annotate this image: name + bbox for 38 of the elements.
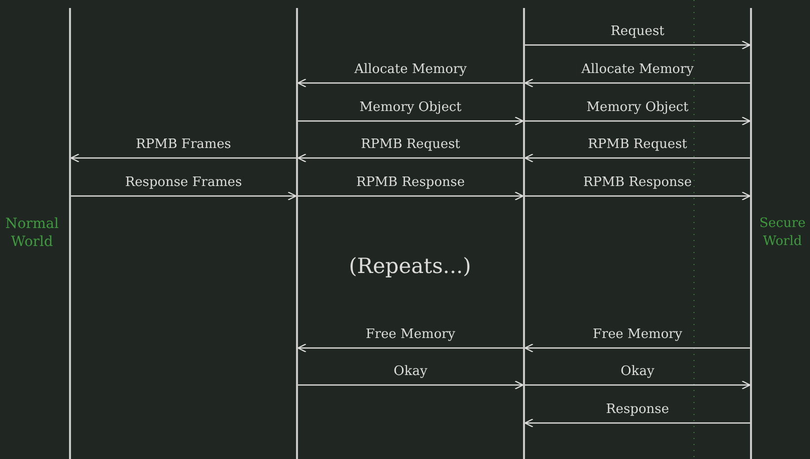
edge-label: Okay [392,364,430,380]
edge-label: Memory Object [584,100,691,116]
arrow [297,78,523,88]
edge-label: RPMB Response [354,175,467,191]
arrow [71,191,297,201]
edge-label: Response Frames [123,175,244,191]
arrow [525,40,751,50]
edge-label: Allocate Memory [579,62,696,78]
arrow [524,343,750,353]
edge-label: Okay [618,364,656,380]
edge-label: Free Memory [590,327,684,343]
edge-label: Free Memory [364,327,458,343]
arrow [298,116,524,126]
edge-label: RPMB Request [586,137,690,153]
lifeline [523,8,525,459]
arrow [298,191,524,201]
arrow [524,78,750,88]
arrow [297,343,523,353]
arrow [297,153,523,163]
arrow [525,380,751,390]
edge-label: Request [608,24,666,40]
note-text: (Repeats...) [348,257,472,275]
side-label: Secure World [758,215,807,251]
edge-label: Response [604,402,672,418]
side-label: Normal World [4,215,60,251]
arrow [524,153,750,163]
edge-label: RPMB Request [358,137,462,153]
arrow [525,116,751,126]
edge-label: Memory Object [357,100,464,116]
lifeline [69,8,71,459]
arrow [298,380,524,390]
arrow [525,191,751,201]
lifeline [296,8,298,459]
edge-label: Allocate Memory [352,62,469,78]
edge-label: RPMB Response [581,175,694,191]
arrow [524,418,750,428]
arrow [70,153,296,163]
lifeline [750,8,752,459]
